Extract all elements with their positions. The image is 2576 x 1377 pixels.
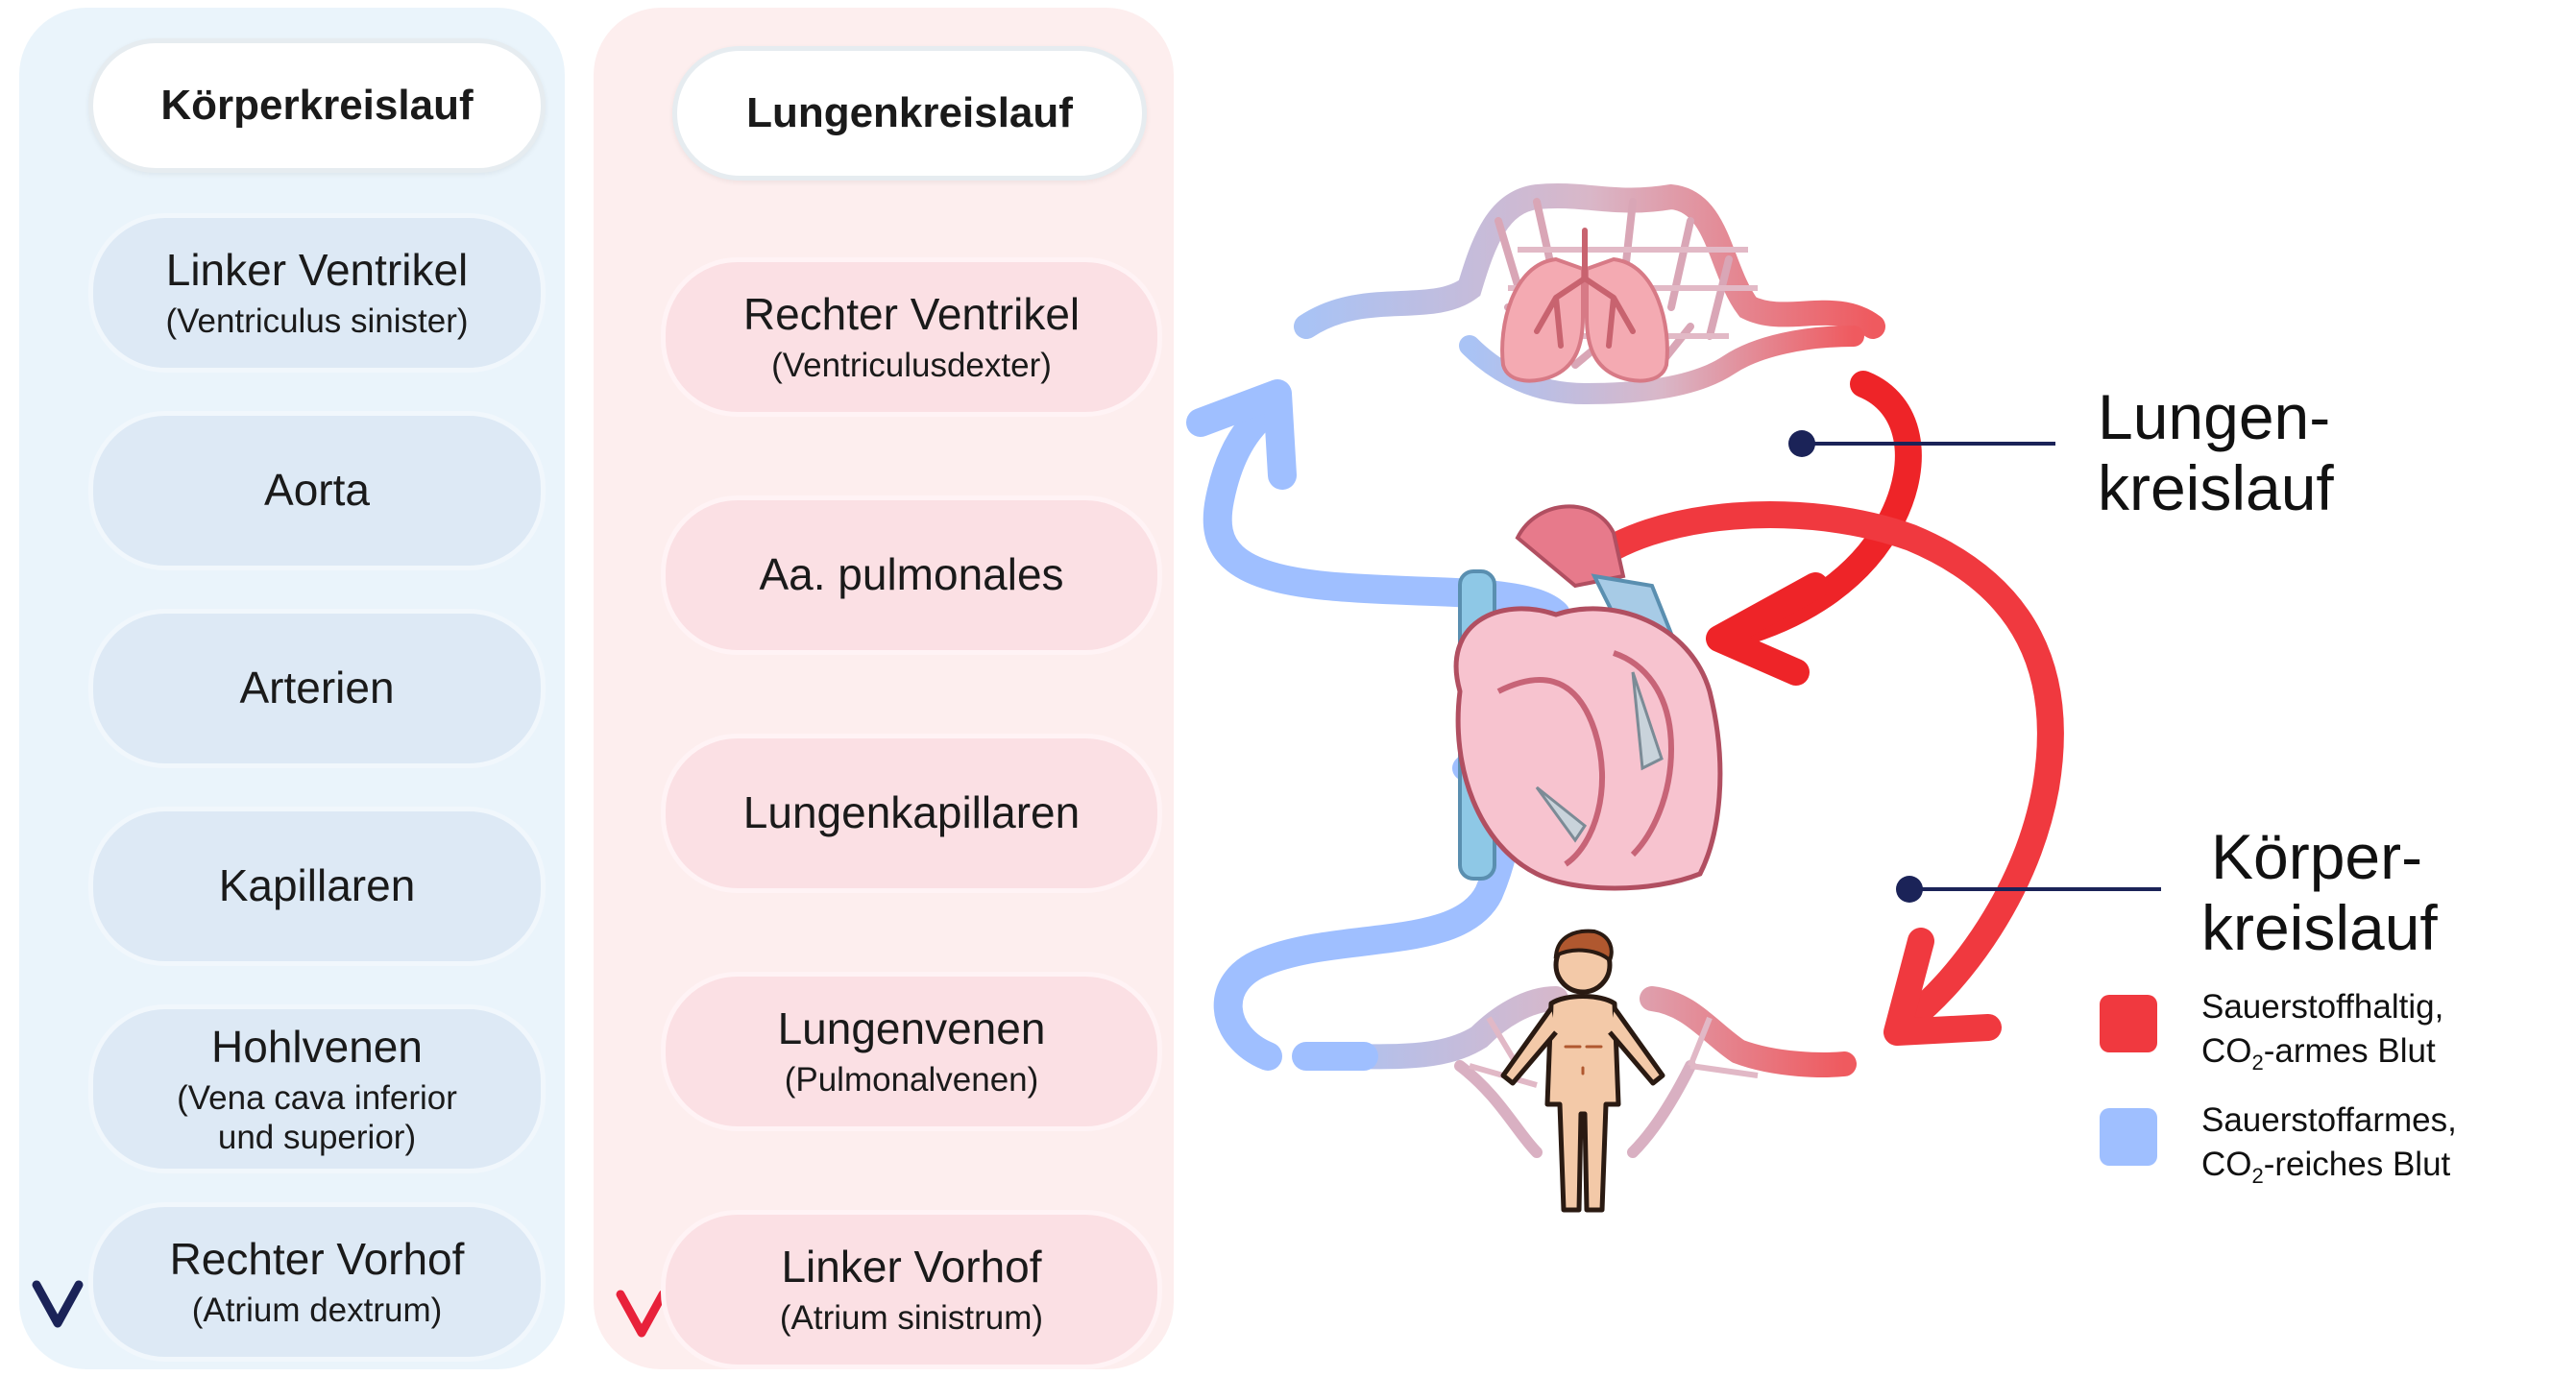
body-circuit-column: Körperkreislauf Linker Ventrikel (Ventri… bbox=[19, 8, 565, 1369]
step-label: Rechter Ventrikel bbox=[742, 289, 1081, 340]
step-arterien: Arterien bbox=[88, 609, 546, 768]
step-label: Linker Vorhof bbox=[781, 1242, 1042, 1292]
step-rechter-ventrikel: Rechter Ventrikel (Ventriculusdexter) bbox=[661, 257, 1162, 417]
step-aorta: Aorta bbox=[88, 411, 546, 570]
lung-circuit-label: Lungen- kreislauf bbox=[2098, 381, 2334, 523]
body-circuit-label: Körper- kreislauf bbox=[2201, 821, 2438, 963]
lung-label-pointer bbox=[1788, 430, 2055, 457]
step-linker-ventrikel: Linker Ventrikel (Ventriculus sinister) bbox=[88, 213, 546, 373]
step-lungenvenen: Lungenvenen (Pulmonalvenen) bbox=[661, 972, 1162, 1131]
step-label: Hohlvenen bbox=[211, 1022, 423, 1073]
step-label: Lungenvenen bbox=[777, 1003, 1046, 1054]
step-label: Rechter Vorhof bbox=[169, 1234, 465, 1285]
step-sublabel: (Ventriculusdexter) bbox=[771, 347, 1052, 385]
legend-swatch-deoxygenated bbox=[2100, 1108, 2157, 1166]
step-label: Aa. pulmonales bbox=[759, 549, 1064, 600]
step-label: Kapillaren bbox=[218, 860, 416, 911]
lungs-icon bbox=[1500, 228, 1669, 383]
step-label: Arterien bbox=[239, 663, 395, 713]
step-lungenkapillaren: Lungenkapillaren bbox=[661, 734, 1162, 893]
lung-circuit-header: Lungenkreislauf bbox=[672, 46, 1147, 181]
body-circuit-header: Körperkreislauf bbox=[88, 38, 546, 173]
body-circuit-flow-arrow bbox=[32, 85, 84, 1328]
step-linker-vorhof: Linker Vorhof (Atrium sinistrum) bbox=[661, 1210, 1162, 1369]
step-sublabel: (Atrium dextrum) bbox=[191, 1292, 443, 1330]
step-label: Linker Ventrikel bbox=[165, 245, 469, 296]
oxygenated-flow-arrow bbox=[1571, 371, 2064, 1046]
lung-circuit-flow-arrow bbox=[616, 85, 668, 1338]
step-label: Lungenkapillaren bbox=[742, 787, 1081, 838]
step-sublabel: (Atrium sinistrum) bbox=[779, 1299, 1044, 1338]
heart-icon bbox=[1453, 504, 1723, 891]
legend-swatch-oxygenated bbox=[2100, 995, 2157, 1052]
step-kapillaren: Kapillaren bbox=[88, 807, 546, 966]
lung-circuit-column: Lungenkreislauf Rechter Ventrikel (Ventr… bbox=[594, 8, 1174, 1369]
step-sublabel: (Pulmonalvenen) bbox=[784, 1061, 1039, 1099]
body-label-pointer bbox=[1896, 876, 2161, 903]
legend-label-oxygenated: Sauerstoffhaltig, CO2-armes Blut bbox=[2201, 988, 2444, 1075]
person-icon bbox=[1500, 929, 1665, 1213]
step-rechter-vorhof: Rechter Vorhof (Atrium dextrum) bbox=[88, 1202, 546, 1362]
step-sublabel: (Ventriculus sinister) bbox=[165, 302, 469, 341]
step-hohlvenen: Hohlvenen (Vena cava inferior und superi… bbox=[88, 1004, 546, 1173]
step-sublabel: (Vena cava inferior und superior) bbox=[177, 1079, 457, 1156]
legend-label-deoxygenated: Sauerstoffarmes, CO2-reiches Blut bbox=[2201, 1101, 2457, 1188]
step-aa-pulmonales: Aa. pulmonales bbox=[661, 495, 1162, 655]
step-label: Aorta bbox=[264, 465, 370, 516]
